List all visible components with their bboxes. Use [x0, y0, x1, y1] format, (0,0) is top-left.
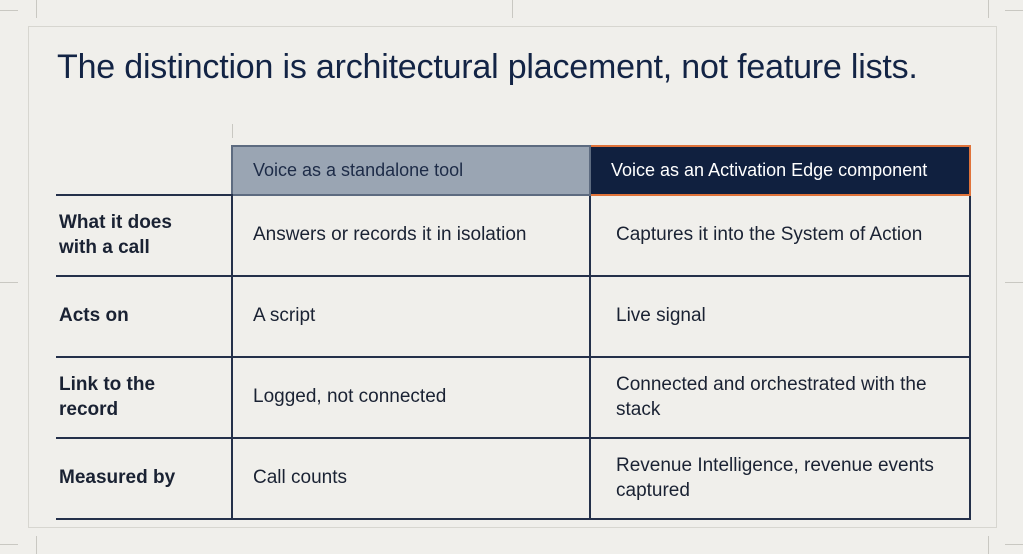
row-label: Acts on [56, 276, 233, 358]
crop-mark [988, 536, 989, 554]
table-header-row: Voice as a standalone tool Voice as an A… [56, 145, 971, 196]
crop-mark [232, 124, 233, 138]
table-row: Measured by Call counts Revenue Intellig… [56, 438, 971, 520]
frame-top-line [28, 26, 996, 27]
crop-mark [36, 0, 37, 18]
crop-mark [1005, 10, 1023, 11]
crop-mark [512, 0, 513, 18]
header-empty-cell [56, 146, 232, 196]
header-activation-edge: Voice as an Activation Edge component [589, 145, 971, 196]
crop-mark [1005, 282, 1023, 283]
frame-bottom-line [28, 527, 996, 528]
table-row: Acts on A script Live signal [56, 276, 971, 358]
crop-mark [0, 544, 18, 545]
frame-left-line [28, 26, 29, 528]
crop-mark [1005, 544, 1023, 545]
table-row: Link to the record Logged, not connected… [56, 357, 971, 439]
page-title: The distinction is architectural placeme… [57, 48, 918, 86]
table-row: What it does with a call Answers or reco… [56, 195, 971, 277]
standalone-cell: Call counts [232, 438, 591, 520]
activation-cell: Revenue Intelligence, revenue events cap… [590, 438, 971, 520]
frame-right-line [996, 26, 997, 528]
row-label: Link to the record [56, 357, 233, 439]
activation-cell: Captures it into the System of Action [590, 195, 971, 277]
row-label: Measured by [56, 438, 233, 520]
activation-cell: Connected and orchestrated with the stac… [590, 357, 971, 439]
crop-mark [988, 0, 989, 18]
comparison-table: Voice as a standalone tool Voice as an A… [56, 145, 971, 520]
header-standalone-tool: Voice as a standalone tool [231, 145, 591, 196]
crop-mark [36, 536, 37, 554]
activation-cell: Live signal [590, 276, 971, 358]
crop-mark [0, 10, 18, 11]
standalone-cell: Logged, not connected [232, 357, 591, 439]
crop-mark [0, 282, 18, 283]
standalone-cell: A script [232, 276, 591, 358]
row-label: What it does with a call [56, 195, 233, 277]
standalone-cell: Answers or records it in isolation [232, 195, 591, 277]
